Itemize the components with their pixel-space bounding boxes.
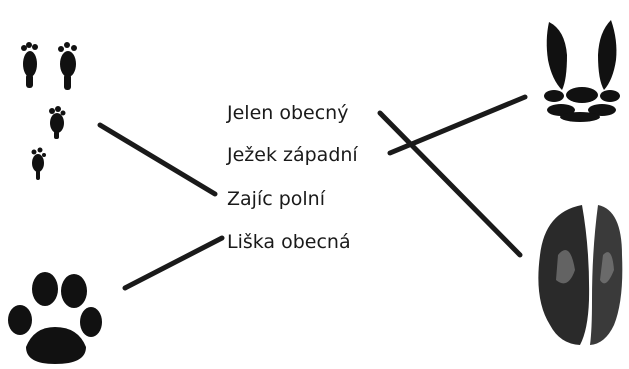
match-lines	[97, 94, 528, 291]
line-zajic-hare	[97, 122, 218, 197]
line-jelen-deer	[377, 110, 523, 258]
label-liska-obecna: Liška obecná	[227, 231, 351, 253]
label-jezek-zapadni: Ježek západní	[227, 144, 358, 166]
line-liska-fox	[122, 235, 225, 291]
deer-hoof-print-icon	[538, 205, 623, 345]
line-jezek-hedgehog	[387, 94, 528, 156]
hedgehog-track-icon	[544, 20, 620, 122]
label-jelen-obecny: Jelen obecný	[227, 102, 349, 124]
hare-track-icon	[21, 42, 77, 180]
label-zajic-polni: Zajíc polní	[227, 188, 325, 210]
fox-paw-print-icon	[8, 272, 102, 364]
